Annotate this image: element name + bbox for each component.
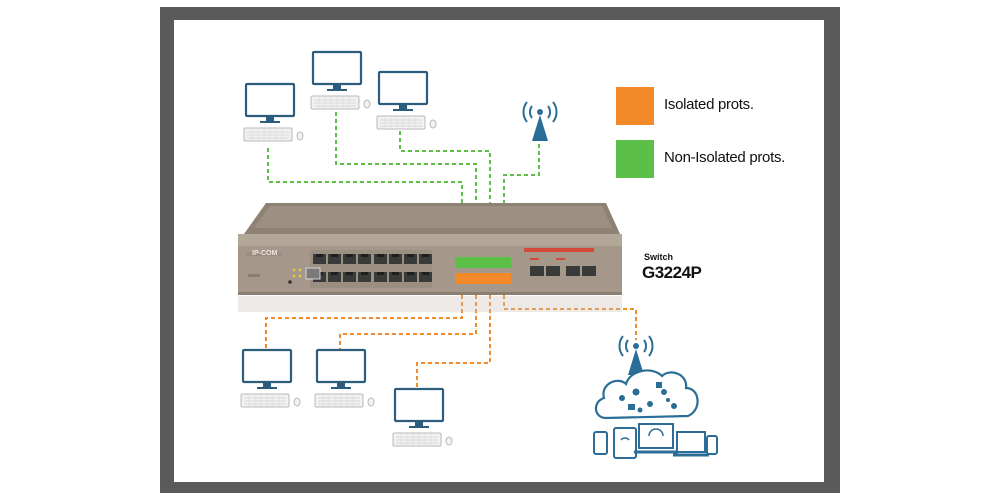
isolated-ports — [455, 273, 511, 284]
non-isolated-ports — [455, 257, 511, 268]
switch-model: G3224P — [642, 263, 702, 282]
tablet-icon — [613, 427, 637, 459]
computer-icon — [309, 50, 372, 111]
wifi-access-point-icon — [618, 335, 654, 376]
non-isolated-legend-label: Non-Isolated prots. — [664, 149, 786, 166]
computer-icon — [313, 348, 376, 409]
non-isolated-legend-swatch — [616, 140, 654, 178]
isolated-legend-swatch — [616, 87, 654, 125]
isolated-legend-label: Isolated prots. — [664, 96, 754, 113]
network-diagram — [238, 50, 718, 459]
diagram-canvas: IP-COM Switch G3224P Isolated prots. Non… — [174, 20, 824, 482]
switch-caption: Switch — [644, 252, 674, 262]
smartphone-icon — [706, 435, 718, 455]
computer-icon — [375, 70, 438, 131]
network-switch — [238, 203, 622, 312]
cloud-icon — [594, 369, 699, 420]
laptop-icon — [634, 423, 678, 454]
computer-icon — [242, 82, 305, 143]
laptop-icon — [673, 431, 709, 457]
isolated-links — [265, 288, 637, 390]
computer-icon — [391, 387, 454, 448]
switch-brand-label: IP-COM — [252, 250, 278, 257]
smartphone-icon — [593, 431, 608, 455]
wifi-access-point-icon — [522, 101, 558, 142]
computer-icon — [239, 348, 302, 409]
